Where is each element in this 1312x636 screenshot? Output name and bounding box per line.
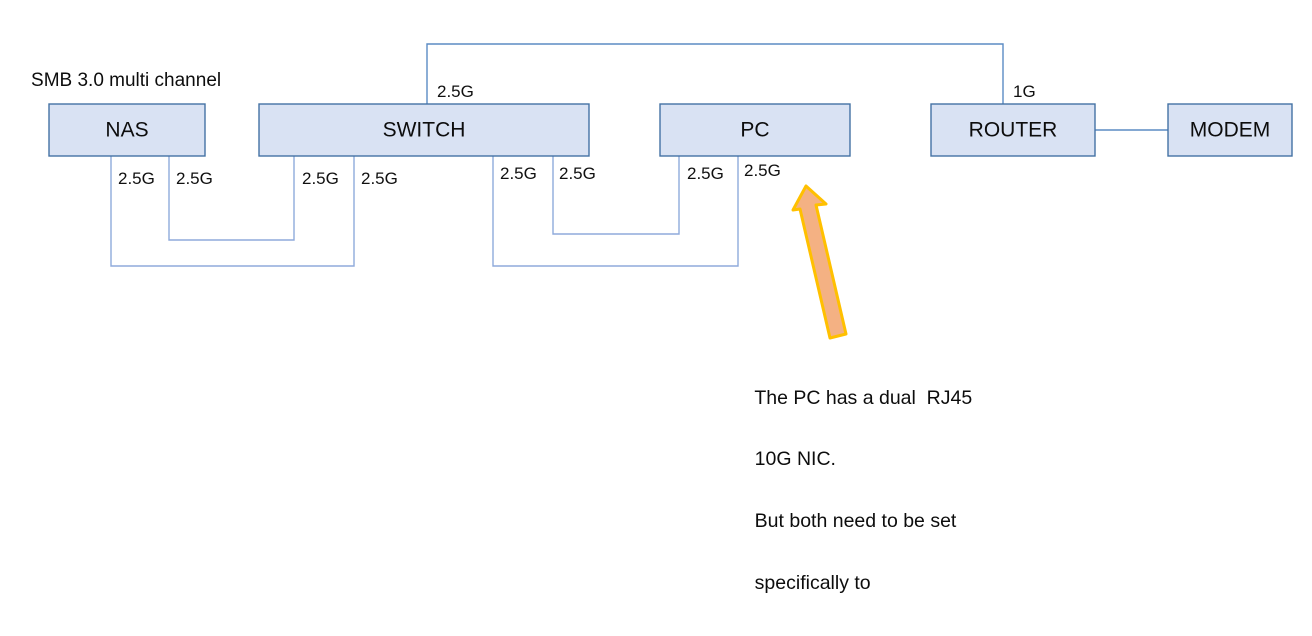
speed-label-nas-b: 2.5G — [176, 169, 213, 188]
node-label-switch: SWITCH — [383, 119, 466, 142]
note-line-3: But both need to be set — [754, 509, 957, 532]
node-label-pc: PC — [740, 119, 769, 142]
callout-arrow-icon — [791, 184, 848, 340]
link-switch-router — [426, 43, 1004, 104]
speed-label-switch-right-b: 2.5G — [559, 164, 596, 183]
speed-label-switch-left-b: 2.5G — [361, 169, 398, 188]
note-line-1: The PC has a dual RJ45 — [754, 386, 973, 409]
speed-label-nas-a: 2.5G — [118, 169, 155, 188]
node-nas[interactable] — [48, 103, 206, 157]
callout-note: The PC has a dual RJ45 10G NIC. But both… — [733, 352, 1133, 636]
note-line-5: “2.5G Full duplex” — [755, 633, 910, 636]
note-line-4: specifically to — [754, 571, 871, 594]
link-nas-switch-outer — [110, 156, 355, 267]
title-line-1: SMB 3.0 multi channel — [31, 69, 222, 91]
speed-label-pc-b: 2.5G — [744, 161, 781, 180]
speed-label-switch-right-a: 2.5G — [500, 164, 537, 183]
node-label-router: ROUTER — [969, 119, 1058, 142]
note-line-2: 10G NIC. — [754, 448, 836, 471]
node-router[interactable] — [930, 103, 1096, 157]
link-switch-pc-inner — [552, 156, 680, 235]
speed-label-pc-a: 2.5G — [687, 164, 724, 183]
speed-label-switch-top: 2.5G — [437, 82, 474, 101]
node-modem[interactable] — [1167, 103, 1293, 157]
link-nas-switch-inner — [168, 156, 295, 241]
node-switch[interactable] — [258, 103, 590, 157]
link-switch-pc-outer — [492, 156, 739, 267]
node-pc[interactable] — [659, 103, 851, 157]
node-label-modem: MODEM — [1190, 119, 1271, 142]
speed-label-router-top: 1G — [1013, 82, 1036, 101]
title-caption: SMB 3.0 multi channel enabled — [8, 38, 223, 182]
node-label-nas: NAS — [105, 119, 148, 142]
speed-label-switch-left-a: 2.5G — [302, 169, 339, 188]
